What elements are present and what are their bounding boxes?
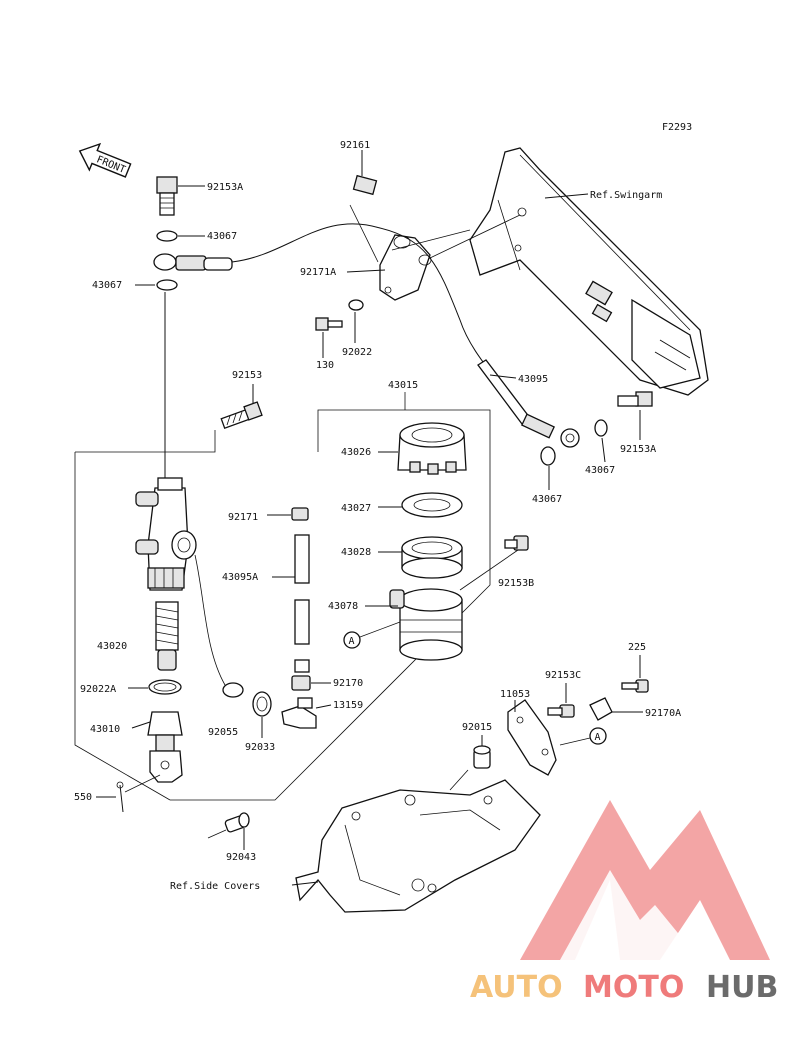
swingarm	[469, 147, 709, 396]
ref-swingarm-label: Ref.Swingarm	[590, 190, 662, 201]
label-43095A: 43095A	[222, 572, 258, 583]
part-43067-washer-b	[156, 279, 178, 291]
label-92015: 92015	[462, 722, 492, 733]
label-13159: 13159	[333, 700, 363, 711]
label-11053: 11053	[500, 689, 530, 700]
part-43078-reservoir	[389, 588, 463, 661]
part-43067-washer-d	[540, 446, 556, 466]
part-92022A-circlip	[148, 679, 182, 695]
part-92153B-bolt	[504, 535, 529, 551]
label-43020: 43020	[97, 641, 127, 652]
label-92055: 92055	[208, 727, 238, 738]
label-92022A: 92022A	[80, 684, 116, 695]
part-o-ring	[222, 682, 244, 698]
part-92033-washer	[252, 691, 272, 717]
part-225-bolt	[621, 679, 649, 693]
part-43020-piston	[155, 601, 179, 671]
svg-text:A: A	[595, 732, 601, 743]
part-92043-pin	[207, 812, 250, 839]
part-92153C-bolt	[547, 704, 575, 718]
label-43067-a: 43067	[207, 231, 237, 242]
part-43010-pushrod	[147, 711, 183, 783]
part-92161	[352, 150, 378, 196]
part-92015-grommet	[473, 745, 491, 769]
label-92043: 92043	[226, 852, 256, 863]
label-92153B: 92153B	[498, 578, 534, 589]
label-92170: 92170	[333, 678, 363, 689]
part-92153A-bolt-top	[156, 176, 178, 216]
label-92153A-right: 92153A	[620, 444, 656, 455]
label-43015: 43015	[388, 380, 418, 391]
part-43067-washer-c	[594, 419, 608, 437]
watermark-text-moto: MOTO	[583, 970, 684, 1005]
label-550: 550	[74, 792, 92, 803]
watermark-text-hub: HUB	[706, 970, 778, 1005]
callout-a-right: A	[559, 727, 607, 746]
part-92171A-bracket	[379, 234, 432, 301]
part-13159-fitting	[281, 697, 317, 729]
label-92153A-top: 92153A	[207, 182, 243, 193]
part-banjo-right	[521, 413, 580, 448]
part-92171-clamp	[291, 507, 309, 521]
label-43028: 43028	[341, 547, 371, 558]
callout-a-left: A	[343, 621, 401, 649]
part-550-cotter-pin	[119, 784, 124, 813]
label-43010: 43010	[90, 724, 120, 735]
part-master-cylinder-body	[135, 477, 197, 591]
part-43027-plate	[401, 492, 463, 518]
part-92170-clamp	[291, 675, 311, 691]
watermark-text-auto: AUTO	[470, 970, 563, 1005]
diagram-code: F2293	[662, 122, 692, 133]
label-43095: 43095	[518, 374, 548, 385]
label-92153C: 92153C	[545, 670, 581, 681]
part-130-bolt	[315, 317, 343, 331]
part-92153-bolt	[220, 401, 263, 430]
label-92171A: 92171A	[300, 267, 336, 278]
label-92022: 92022	[342, 347, 372, 358]
label-43027: 43027	[341, 503, 371, 514]
part-43026-cap	[397, 422, 467, 475]
part-43095A-hose	[294, 534, 310, 673]
label-130: 130	[316, 360, 334, 371]
label-43067-d: 43067	[532, 494, 562, 505]
watermark-logo	[520, 800, 770, 960]
label-43067-b: 43067	[92, 280, 122, 291]
label-92171: 92171	[228, 512, 258, 523]
part-banjo-top	[153, 253, 233, 271]
part-11053-bracket	[507, 699, 557, 776]
label-92161: 92161	[340, 140, 370, 151]
ref-side-covers-label: Ref.Side Covers	[170, 881, 260, 892]
front-arrow-icon: FRONT	[78, 142, 132, 178]
side-cover	[295, 779, 541, 913]
label-225: 225	[628, 642, 646, 653]
label-43078: 43078	[328, 601, 358, 612]
part-92022-washer	[348, 299, 364, 311]
part-92170A-clamp	[589, 697, 613, 721]
part-43028-diaphragm	[401, 536, 463, 579]
svg-text:A: A	[349, 636, 355, 647]
label-92033: 92033	[245, 742, 275, 753]
label-43067-c: 43067	[585, 465, 615, 476]
label-43026: 43026	[341, 447, 371, 458]
part-43067-washer-a	[156, 230, 178, 242]
label-92170A: 92170A	[645, 708, 681, 719]
part-92153A-bolt-right	[617, 391, 653, 407]
label-92153-left: 92153	[232, 370, 262, 381]
